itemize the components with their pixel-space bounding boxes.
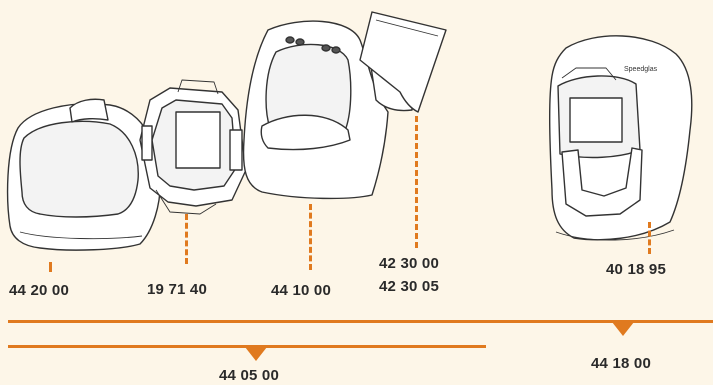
outer-shell-drawing [6,98,161,251]
part-number-protection-plate-alt: 42 30 05 [379,278,439,295]
complete-helmet-drawing: Speedglas [549,35,693,241]
leader-44-20-00 [49,262,52,272]
kit-bar-bottom [8,345,486,348]
leader-44-10-00 [309,204,312,270]
leader-40-18-95 [648,222,651,254]
kit-number-44-05-00: 44 05 00 [219,367,279,384]
part-number-protection-plate: 42 30 00 [379,255,439,272]
kit-marker-44-18-00 [612,322,634,336]
part-number-outer-shell: 44 20 00 [9,282,69,299]
brand-label: Speedglas [624,66,658,73]
kit-number-44-18-00: 44 18 00 [591,355,651,372]
kit-marker-44-05-00 [245,347,267,361]
adf-cassette-drawing [139,79,247,215]
part-number-helmet-body: 44 10 00 [271,282,331,299]
kit-bar-top [8,320,713,323]
leader-42-30-00 [415,116,418,248]
part-number-complete-helmet: 40 18 95 [606,261,666,278]
part-number-adf-cassette: 19 71 40 [147,281,207,298]
leader-19-71-40 [185,214,188,264]
protection-plate-drawing [359,11,447,113]
